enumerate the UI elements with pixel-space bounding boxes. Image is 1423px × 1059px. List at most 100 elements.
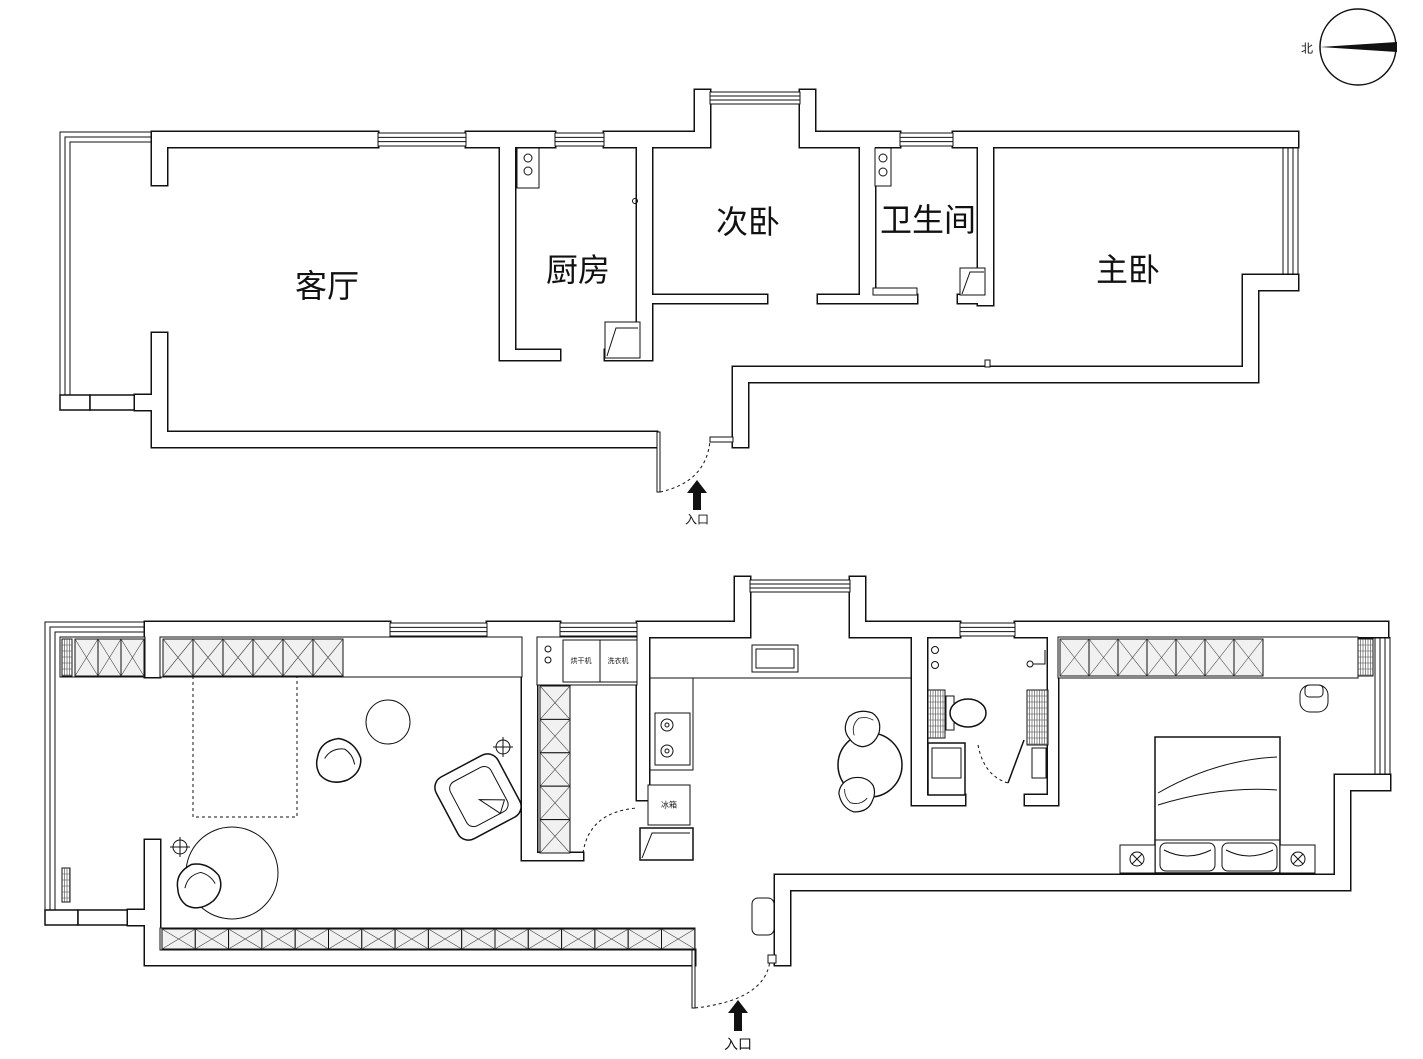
balcony-hatch (1357, 638, 1374, 677)
bottom-cabinet (361, 928, 396, 950)
bottom-cabinet-cross (594, 928, 629, 950)
pillow-crease (1163, 849, 1212, 857)
kitchen-cabinet (539, 819, 571, 854)
wardrobe-cabinet-cross (1088, 638, 1119, 677)
lamp-icon (1129, 851, 1145, 867)
bathroom-threshold (872, 287, 918, 296)
balcony-cabinet-cross (74, 638, 99, 677)
balcony-cabinet (97, 638, 122, 677)
chair-seat (184, 871, 216, 889)
shower-tile-hatch-frame (1026, 689, 1049, 746)
shoe-bench (751, 897, 775, 936)
bottom-cabinet (594, 928, 629, 950)
faucet-icon (544, 656, 552, 664)
bottom-cabinet-cross (461, 928, 496, 950)
stool-frame (1299, 684, 1329, 713)
dining-chair (844, 710, 881, 748)
room-label-bathroom: 卫生间 (880, 201, 976, 239)
chair-body (844, 710, 881, 748)
chair-body (176, 863, 222, 909)
balcony-cabinet (74, 638, 99, 677)
kitchen-cabinet-cross (539, 785, 571, 820)
wall-tick (984, 359, 991, 368)
balcony-cabinet-cross (120, 638, 145, 677)
window (559, 622, 638, 637)
burner-icon (523, 166, 533, 176)
stool (1299, 684, 1329, 713)
balcony-cabinet-cross (97, 638, 122, 677)
window (389, 622, 488, 637)
balcony-ledge (89, 394, 136, 411)
bottom-cabinet-cross (228, 928, 263, 950)
fridge-door (606, 327, 638, 357)
kitchen-counter-edge (649, 677, 912, 771)
basin-inner (755, 648, 795, 669)
vanity-sink (927, 742, 966, 796)
bottom-cabinet (494, 928, 529, 950)
cooktop (654, 712, 691, 766)
room-label-living-room: 客厅 (295, 267, 359, 305)
window-frame (899, 132, 954, 147)
burner-icon (660, 718, 674, 732)
window-pane-line (750, 583, 850, 589)
lamp-icon-cross (1292, 853, 1304, 865)
bottom-cabinet-cross (561, 928, 596, 950)
entrance-before: 入口 (656, 431, 734, 527)
bottom-cabinet (627, 928, 663, 950)
dining-chair (838, 776, 876, 813)
toilet-bowl (949, 698, 987, 728)
burner-icon (523, 153, 533, 163)
wardrobe-cabinet-cross (1146, 638, 1177, 677)
kitchen-cabinet-cross (539, 685, 571, 720)
bottom-cabinet (294, 928, 330, 950)
wardrobe-cabinet (1204, 638, 1235, 677)
window (554, 132, 605, 147)
window (899, 132, 954, 147)
nightstand (1119, 844, 1156, 874)
balcony-edge (1374, 637, 1391, 775)
living-cabinet (312, 638, 344, 677)
burner-icon (664, 748, 670, 754)
fridge-frame (604, 321, 641, 359)
bottom-cabinet-cross (628, 928, 662, 950)
left-balcony (44, 621, 147, 926)
bottom-cabinet (561, 928, 596, 950)
living-cabinet (162, 638, 194, 677)
window-frame (559, 622, 638, 637)
bottom-cabinet (261, 928, 296, 950)
balcony-hatch (61, 638, 73, 677)
shower-tile-hatch (1026, 689, 1049, 746)
wardrobe-cabinet (1233, 638, 1264, 677)
window-pane-line (378, 136, 466, 143)
desk-basin (751, 644, 799, 673)
pillow-crease (1225, 849, 1274, 857)
lounge-chair (315, 737, 362, 783)
kitchen-cabinet (539, 752, 571, 787)
bed-blanket-fold (1157, 788, 1278, 806)
living-cabinet-cross (282, 638, 314, 677)
living-cabinet (222, 638, 254, 677)
bottom-cabinet (527, 928, 563, 950)
bathroom-tile-hatch-lines (928, 690, 945, 738)
nightstand-frame (1279, 844, 1316, 874)
lamp-icon-cross (493, 737, 513, 757)
burner-icon (660, 744, 674, 758)
toilet (945, 695, 987, 731)
kitchen-counter-top (536, 636, 638, 686)
bottom-cabinet-cross (161, 928, 196, 950)
bottom-cabinet-cross (261, 928, 296, 950)
window-pane-line (900, 136, 953, 143)
bottom-cabinet (328, 928, 363, 950)
bottom-cabinet-cross (295, 928, 329, 950)
living-cabinet-cross (192, 638, 224, 677)
wardrobe-cabinet-cross (1059, 638, 1090, 677)
door-swing (961, 271, 984, 295)
floor-lamp (170, 837, 190, 857)
balcony-edge (59, 131, 152, 395)
faucet-icon (878, 153, 888, 163)
armchair-seat (449, 765, 509, 828)
balcony-ledge (44, 909, 79, 926)
entrance-label: 入口 (724, 1037, 752, 1053)
window-frame (959, 622, 1016, 637)
